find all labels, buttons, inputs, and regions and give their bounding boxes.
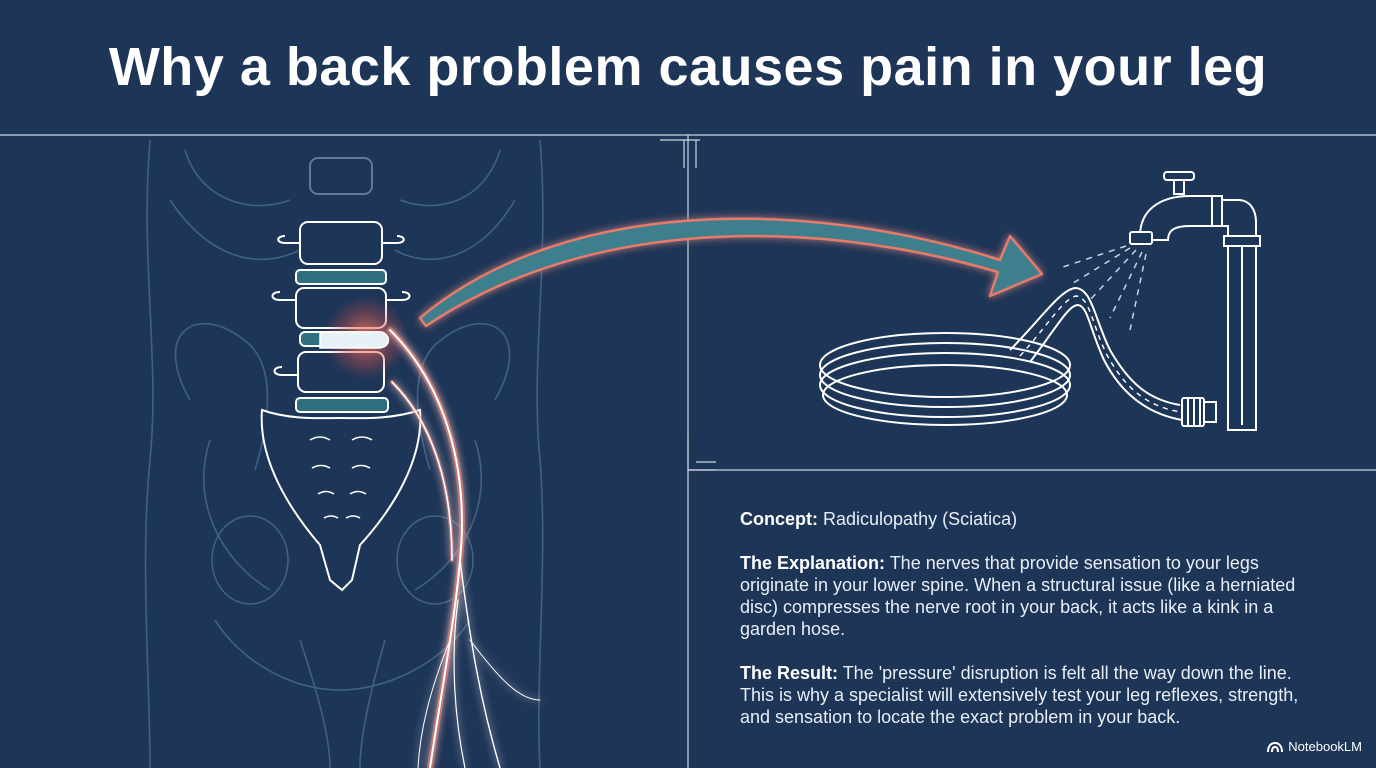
result-paragraph: The Result: The 'pressure' disruption is…	[740, 662, 1330, 728]
panel-dividers	[0, 134, 1376, 768]
concept-label: Concept:	[740, 509, 818, 529]
explanation-paragraph: The Explanation: The nerves that provide…	[740, 552, 1330, 640]
herniated-disc	[319, 331, 390, 349]
concept-paragraph: Concept: Radiculopathy (Sciatica)	[740, 508, 1330, 530]
page-title: Why a back problem causes pain in your l…	[108, 37, 1268, 97]
notebooklm-logo-icon	[1267, 741, 1284, 752]
brand-name: NotebookLM	[1288, 739, 1362, 754]
result-text: The 'pressure' disruption is felt all th…	[740, 663, 1299, 727]
brand-watermark: NotebookLM	[1267, 739, 1362, 754]
connection-arrow	[418, 217, 1044, 328]
explanation-text: The nerves that provide sensation to you…	[740, 553, 1296, 639]
garden-hose-icon	[819, 286, 1217, 427]
result-label: The Result:	[740, 663, 839, 683]
spine-illustration	[260, 157, 422, 592]
pelvis-outline	[144, 139, 544, 768]
nerve-illustration	[387, 327, 541, 768]
concept-text: Radiculopathy (Sciatica)	[818, 509, 1018, 529]
faucet-icon	[1059, 171, 1261, 431]
explanation-panel: Concept: Radiculopathy (Sciatica) The Ex…	[740, 508, 1330, 750]
explanation-label: The Explanation:	[740, 553, 886, 573]
